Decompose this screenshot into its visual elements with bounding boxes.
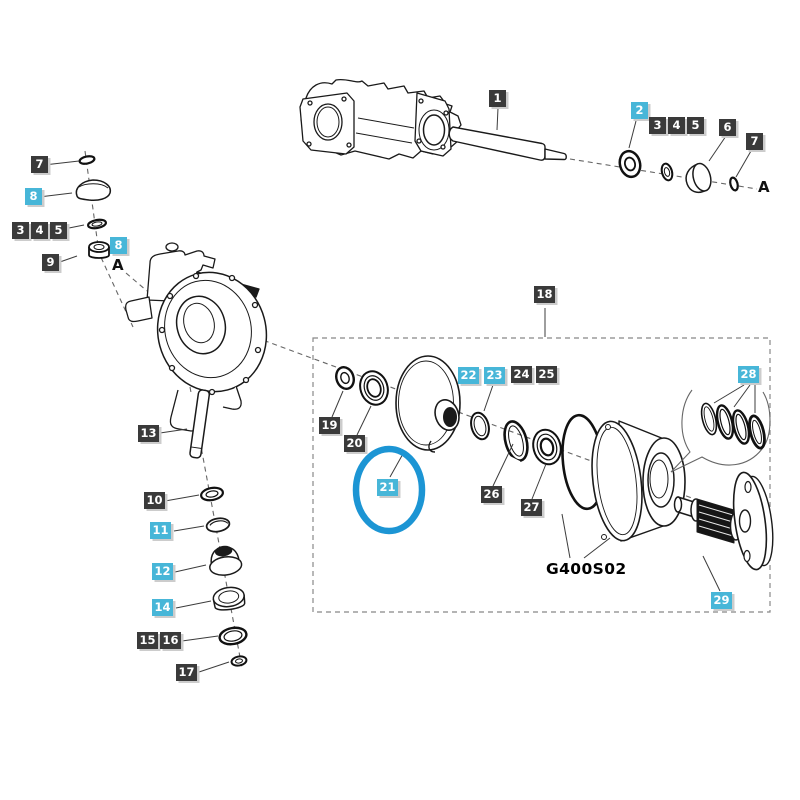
kingpin-shaft-13-drawing — [189, 389, 211, 459]
callout-11[interactable]: 11 — [150, 522, 171, 539]
callout-8-lower[interactable]: 8 — [110, 237, 127, 254]
group-box-18 — [312, 337, 771, 613]
washer-4-drawing — [660, 162, 674, 182]
bearing-2-drawing — [618, 149, 642, 179]
callout-16[interactable]: 16 — [160, 632, 181, 649]
bearing-cup-14-drawing — [212, 586, 246, 611]
oring-23-drawing — [470, 411, 490, 441]
callout-1[interactable]: 1 — [489, 90, 506, 107]
cover-g400s02-drawing — [591, 420, 686, 542]
axle-housing-drawing — [299, 78, 462, 160]
callout-13[interactable]: 13 — [138, 425, 159, 442]
callout-12[interactable]: 12 — [152, 563, 173, 580]
callout-7-right[interactable]: 7 — [746, 133, 763, 150]
callout-18[interactable]: 18 — [534, 286, 555, 303]
axle-shaft-drawing — [448, 126, 567, 161]
ring-7-right-drawing — [729, 176, 739, 192]
part-code-label: G400S02 — [546, 560, 627, 578]
callout-19[interactable]: 19 — [319, 417, 340, 434]
seal-10-drawing — [200, 486, 224, 502]
cap-6-drawing — [685, 162, 712, 194]
callout-9[interactable]: 9 — [42, 254, 59, 271]
callout-8-upper[interactable]: 8 — [25, 188, 42, 205]
callout-24[interactable]: 24 — [511, 366, 532, 383]
nut-19-drawing — [335, 366, 355, 390]
callout-20[interactable]: 20 — [344, 435, 365, 452]
bearing-27-drawing — [532, 428, 562, 466]
callout-4-right[interactable]: 4 — [668, 117, 685, 134]
cover-disc-21-drawing — [395, 355, 461, 453]
washer-11-drawing — [205, 517, 231, 533]
seal-rings-28-drawing — [700, 402, 766, 450]
callout-17[interactable]: 17 — [176, 664, 197, 681]
callout-27[interactable]: 27 — [521, 499, 542, 516]
ring-15-16-drawing — [218, 626, 248, 646]
seal-kit-balloon — [670, 389, 771, 473]
callout-22[interactable]: 22 — [458, 367, 479, 384]
callout-2[interactable]: 2 — [631, 102, 648, 119]
callout-5-right[interactable]: 5 — [687, 117, 704, 134]
callout-25[interactable]: 25 — [536, 366, 557, 383]
ring-345-drawing — [87, 218, 107, 230]
bearing-20-drawing — [359, 370, 389, 406]
callout-14[interactable]: 14 — [152, 599, 173, 616]
callout-23[interactable]: 23 — [484, 367, 505, 384]
ref-letter-a-left: A — [112, 256, 124, 274]
cap-8-drawing — [75, 179, 112, 201]
callout-21-highlighted[interactable]: 21 — [377, 479, 398, 496]
callout-28[interactable]: 28 — [738, 366, 759, 383]
highlight-circle — [352, 445, 426, 535]
ring-7-left-drawing — [78, 155, 96, 165]
seal-8-drawing — [88, 241, 110, 259]
leader-lines — [38, 107, 756, 673]
ref-letter-a-right: A — [758, 178, 770, 196]
callout-26[interactable]: 26 — [481, 486, 502, 503]
callout-7-left[interactable]: 7 — [31, 156, 48, 173]
callout-5-left[interactable]: 5 — [50, 222, 67, 239]
callout-3-left[interactable]: 3 — [12, 222, 29, 239]
callout-10[interactable]: 10 — [144, 492, 165, 509]
callout-6[interactable]: 6 — [719, 119, 736, 136]
callout-4-left[interactable]: 4 — [31, 222, 48, 239]
callout-3-right[interactable]: 3 — [649, 117, 666, 134]
nut-17-drawing — [230, 655, 248, 667]
snap-ring-26-drawing — [503, 420, 529, 467]
cone-12-drawing — [209, 545, 243, 576]
callout-15[interactable]: 15 — [137, 632, 158, 649]
callout-29[interactable]: 29 — [711, 592, 732, 609]
drive-flange-29-drawing — [673, 471, 774, 571]
